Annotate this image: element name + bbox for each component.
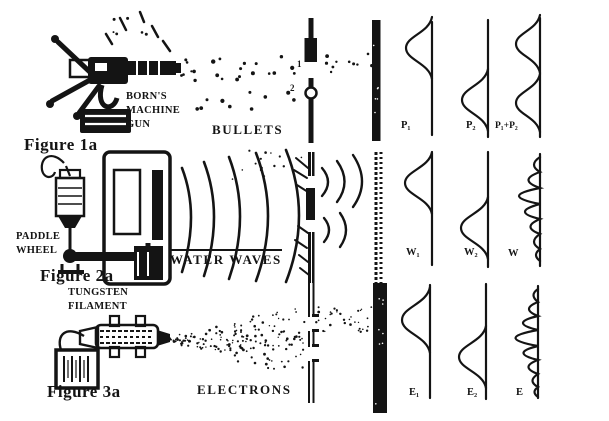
slit-1-label: 1 [297,59,302,69]
p12-curve-label: P₁+P₂ [495,121,518,131]
paddle-wheel-label: PADDLE WHEEL [16,231,61,256]
e2-curve [457,282,488,401]
w1-curve [403,150,434,267]
double-slit-wall-water [293,152,315,283]
p1-curve [404,15,434,137]
e2-curve-label: E₂ [467,387,478,398]
machine-gun-sketch [46,10,181,133]
e12-interference-curve [514,284,542,400]
backstop-bullets [372,20,381,141]
figure-2a-caption: Figure 2a [40,266,114,285]
backstop-electrons [373,283,387,413]
machine-gun-label: BORN'S MACHINE GUN [126,91,181,130]
backstop-electron-speckles [375,298,384,405]
w12-curve-label: W [508,248,519,259]
electron-beam-dots [169,308,306,370]
double-slit-wall-electrons [308,283,319,403]
wave-crest-speckles [231,149,303,180]
water-waves-label: WATER WAVES [170,249,282,267]
electrons-label: ELECTRONS [197,382,292,397]
paddle-wheel-sketch [40,150,172,286]
e1-curve-label: E₁ [409,387,420,398]
p12-curve [514,13,542,139]
figure-1a-caption: Figure 1a [24,135,98,154]
double-slit-wall-bullets [304,18,318,143]
muzzle-spray-dots [177,58,196,77]
p2-curve [460,18,490,139]
bullet-scatter-dots [193,55,296,111]
p1-curve-label: P₁ [401,120,411,131]
tungsten-filament-label: TUNGSTEN FILAMENT [68,287,129,312]
muzzle-debris-lines [104,10,172,53]
absorber-wall-water [374,152,383,283]
figure-3a-caption: Figure 3a [47,382,121,401]
p2-curve-label: P₂ [466,120,476,131]
electrons-past-slit-dots [315,306,373,333]
water-wave-arcs [180,148,301,284]
bullets-label: BULLETS [212,122,284,137]
electron-gun-sketch [54,314,170,390]
slit-2-label: 2 [290,83,295,93]
w2-curve-label: W₂ [464,247,478,258]
w1-curve-label: W₁ [406,247,420,258]
e1-curve [400,283,432,400]
w2-curve [459,150,490,269]
gun-debris-dots [112,16,148,36]
bullets-past-slit-dots [324,52,374,74]
backstop-speckles [372,44,379,114]
transmitted-wave-arcs [320,153,364,249]
w12-interference-curve [517,152,545,268]
e12-curve-label: E [516,387,524,398]
